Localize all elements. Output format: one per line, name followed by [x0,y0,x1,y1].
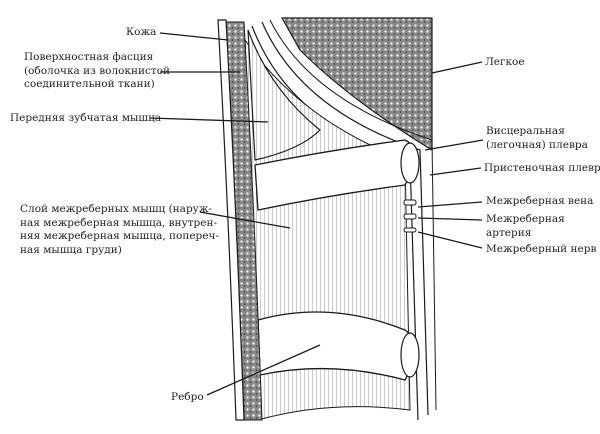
leader-lines [149,32,484,396]
label-line: (легочная) плевра [486,138,588,151]
label-line: артерия [486,226,532,239]
label-line: соединительной ткани) [24,78,155,90]
label-line: Слой межреберных мышц (наруж- [20,203,213,215]
artery [403,213,417,220]
label-rib: Ребро [171,391,204,403]
label-line: Поверхностная фасция [24,51,154,63]
label-line: Межреберная [486,213,565,225]
label-line: ная мышца груди) [20,243,122,256]
label-superficial-fascia: Поверхностная фасция (оболочка из волокн… [24,51,170,92]
vein [403,199,417,206]
label-artery: Межреберная артерия [486,213,565,240]
label-nerve: Межреберный нерв [486,243,597,255]
label-line: (оболочка из волокнистой [24,64,171,77]
serratus-muscle [247,29,321,161]
label-skin: Кожа [126,26,157,38]
label-parietal-pleura: Пристеночная плевра [484,162,600,174]
label-serratus: Передняя зубчатая мышца [10,112,162,124]
label-line: няя межреберная мышца, попереч- [20,230,219,242]
nerve [403,227,417,233]
label-lung: Легкое [485,56,525,68]
label-line: ная межреберная мышца, внутрен- [20,216,218,229]
label-line: Висцеральная [486,125,565,137]
label-visceral-pleura: Висцеральная (легочная) плевра [486,125,588,152]
label-intercostal-layer: Слой межреберных мышц (наруж- ная межреб… [20,203,219,257]
label-vein: Межреберная вена [486,195,594,207]
